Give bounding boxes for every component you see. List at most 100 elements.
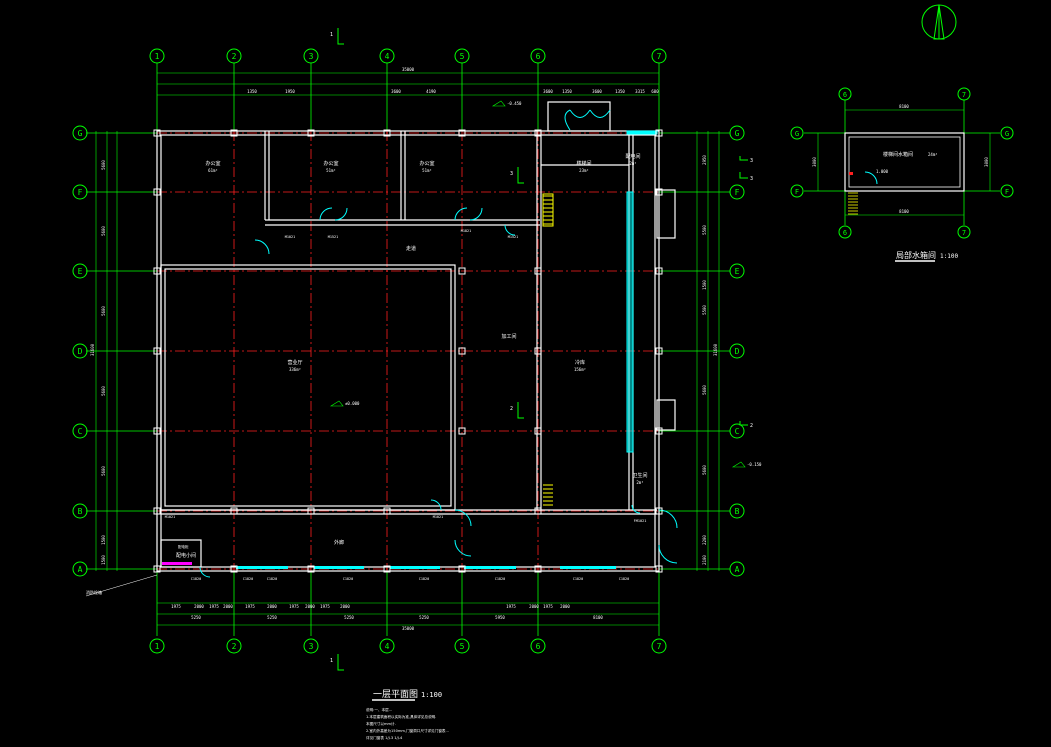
circle-axis-icon [651, 48, 667, 64]
dim-text: 5600 [101, 226, 106, 236]
axis-label: 6 [843, 91, 847, 99]
window-tag: C1820 [343, 577, 354, 581]
axis-label: 3 [309, 642, 314, 651]
axis-label: 5 [460, 642, 465, 651]
level-mark-icon [731, 461, 746, 468]
column [534, 507, 542, 515]
side-plan-scale: 1:100 [940, 253, 958, 260]
column [153, 188, 161, 196]
door-swing [658, 509, 678, 564]
room-area: 24m² [928, 152, 938, 157]
axis-label: 3 [309, 52, 314, 61]
circle-axis-icon [72, 184, 88, 200]
window-tag: C1820 [619, 577, 630, 581]
plan-title: 一层平面图 [373, 689, 418, 700]
circle-axis-icon [729, 343, 745, 359]
room-area: 61m² [208, 168, 218, 173]
note-line: 说明:一、本层... [366, 707, 392, 712]
column [458, 427, 466, 435]
column [458, 267, 466, 275]
section-label: 3 [750, 158, 753, 164]
dim-text: 5250 [419, 615, 429, 620]
axis-label: E [78, 267, 83, 276]
wall [848, 136, 961, 188]
circle-axis-icon [226, 48, 242, 64]
column [655, 188, 663, 196]
door-tag: M1521 [508, 235, 519, 239]
room-name: 办公室 [419, 160, 434, 167]
wall [844, 132, 965, 192]
door-swing [319, 207, 348, 221]
annotation-text: 配电柜 [178, 544, 189, 549]
circle-axis-icon [379, 48, 395, 64]
dim-text: 3600 [391, 89, 401, 94]
dim-text: 1975 [171, 604, 181, 609]
axis-centerlines [156, 131, 660, 571]
north-arrow-icon [921, 4, 957, 40]
door-swing [564, 109, 611, 131]
plan-scale: 1:100 [421, 691, 442, 699]
window-tag: C1820 [419, 577, 430, 581]
column [534, 565, 542, 573]
section-mark-icon [337, 654, 344, 671]
circle-axis-icon [149, 638, 165, 654]
dim-text: 2000 [223, 604, 233, 609]
circle-axis-icon [729, 184, 745, 200]
section-mark-icon [739, 172, 748, 179]
entrance-wall [547, 101, 611, 132]
dim-text: 2000 [529, 604, 539, 609]
dim-text: 3000 [984, 157, 989, 167]
room-name: 楼梯间水箱间 [883, 151, 913, 158]
dim-text: 1975 [245, 604, 255, 609]
level-marks: -0.450±0.000-0.150 [329, 100, 762, 468]
circle-axis-icon [729, 263, 745, 279]
plan-title-block: 一层平面图 1:100 [372, 689, 442, 701]
dim-text: 5600 [101, 306, 106, 316]
room-name: 冷库 [575, 359, 585, 366]
circle-axis-icon [149, 48, 165, 64]
circle-axis-icon [303, 638, 319, 654]
circle-axis-icon [651, 638, 667, 654]
room-area: 51m² [326, 168, 336, 173]
window-tag: C1820 [573, 577, 584, 581]
circle-axis-icon [729, 561, 745, 577]
room-name: 办公室 [205, 160, 220, 167]
room-name: 营业厅 [287, 359, 302, 366]
circle-axis-icon [72, 343, 88, 359]
dim-text: 5250 [344, 615, 354, 620]
level-text: -0.150 [747, 462, 762, 467]
axis-label: G [795, 130, 799, 138]
room-name: 配电间 [625, 153, 640, 160]
annex-wall [656, 189, 676, 239]
column [153, 507, 161, 515]
dim-text: 1500 [702, 280, 707, 290]
column [153, 129, 161, 137]
circle-axis-icon [530, 638, 546, 654]
dim-text: 5600 [702, 385, 707, 395]
section-mark-icon [739, 421, 748, 426]
room-labels: 办公室61m²办公室51m²办公室51m²楼梯间23m²走道营业厅336m²冷库… [176, 153, 648, 559]
dim-text: 1975 [209, 604, 219, 609]
annex-wall [656, 399, 676, 431]
column [153, 565, 161, 573]
section-label: 2 [750, 423, 753, 429]
dim-text: 4190 [426, 89, 436, 94]
section-mark-icon [517, 167, 524, 184]
column [655, 129, 663, 137]
room-name: 配电小间 [176, 552, 196, 559]
column [307, 565, 315, 573]
dim-text: 2000 [267, 604, 277, 609]
dim-text: 1500 [101, 535, 106, 545]
axis-label: 6 [536, 52, 541, 61]
side-plan-title: 局部水箱间 [896, 250, 936, 260]
level-text: -0.450 [507, 101, 522, 106]
circle-axis-icon [838, 87, 852, 101]
column [655, 507, 663, 515]
column [534, 427, 542, 435]
dim-text: 8100 [899, 104, 909, 109]
dim-text: 2200 [702, 535, 707, 545]
door-tag: M1021 [433, 515, 444, 519]
dim-text: 8100 [899, 209, 909, 214]
